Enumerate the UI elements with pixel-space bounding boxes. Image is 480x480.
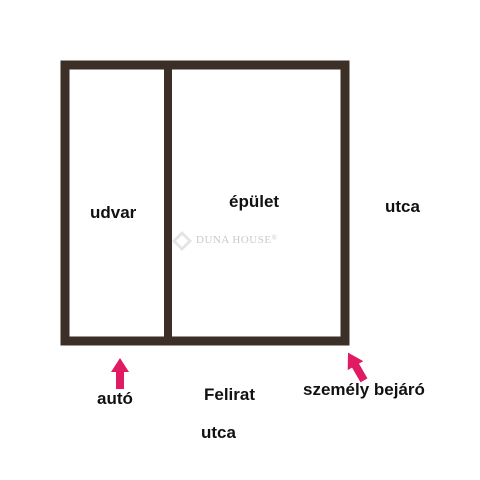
watermark-text: DUNA HOUSE® — [196, 235, 277, 246]
watermark-registered-mark: ® — [271, 234, 278, 242]
watermark-logo-icon — [172, 231, 192, 251]
street-bottom-label: utca — [201, 423, 236, 442]
street-right-label: utca — [385, 197, 420, 216]
pedestrian-entrance-label: személy bejáró — [303, 380, 425, 399]
building-label: épület — [229, 192, 280, 211]
car-entrance-arrow-icon — [111, 358, 129, 389]
outer-wall — [60, 60, 350, 346]
dividing-wall — [164, 68, 172, 340]
pedestrian-entrance-arrow-icon — [347, 352, 368, 383]
car-label: autó — [97, 389, 133, 408]
courtyard-label: udvar — [90, 203, 137, 222]
sign-label: Felirat — [204, 385, 256, 404]
watermark-name: DUNA HOUSE — [196, 234, 272, 246]
